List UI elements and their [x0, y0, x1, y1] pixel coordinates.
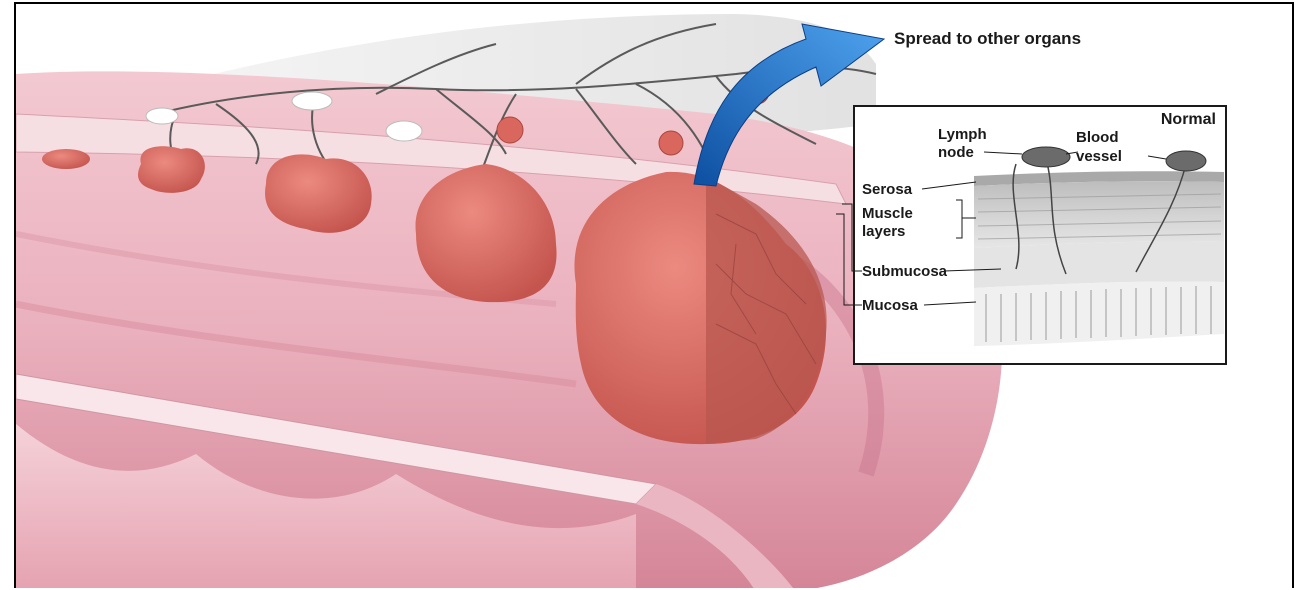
lymph-node	[386, 121, 422, 141]
inset-normal-wall: Normal Lymph node Blood vessel Serosa Mu…	[836, 106, 1226, 364]
diagram-frame: Spread to other organs Normal Lymph node…	[14, 2, 1294, 588]
label-muscle-line1: Muscle	[862, 205, 913, 222]
label-mucosa: Mucosa	[862, 297, 919, 314]
label-lymph-line1: Lymph	[938, 126, 987, 143]
label-serosa: Serosa	[862, 181, 913, 198]
tumor-stage-1	[138, 146, 205, 193]
cancerous-lymph-node	[497, 117, 523, 143]
lymph-node	[292, 92, 332, 110]
inset-lymph-node	[1022, 147, 1070, 167]
spread-label: Spread to other organs	[894, 29, 1081, 48]
label-submucosa: Submucosa	[862, 263, 948, 280]
label-lymph-line2: node	[938, 144, 974, 161]
tumor-small-edge	[42, 149, 90, 169]
inset-submucosa	[974, 241, 1224, 288]
lymph-node	[146, 108, 178, 124]
label-blood-line2: vessel	[1076, 148, 1122, 165]
label-blood-line1: Blood	[1076, 129, 1119, 146]
inset-lymph-node	[1166, 151, 1206, 171]
colon-cancer-diagram: Spread to other organs Normal Lymph node…	[16, 4, 1294, 588]
cancerous-lymph-node	[659, 131, 683, 155]
label-muscle-line2: layers	[862, 223, 905, 240]
inset-title: Normal	[1161, 111, 1216, 128]
